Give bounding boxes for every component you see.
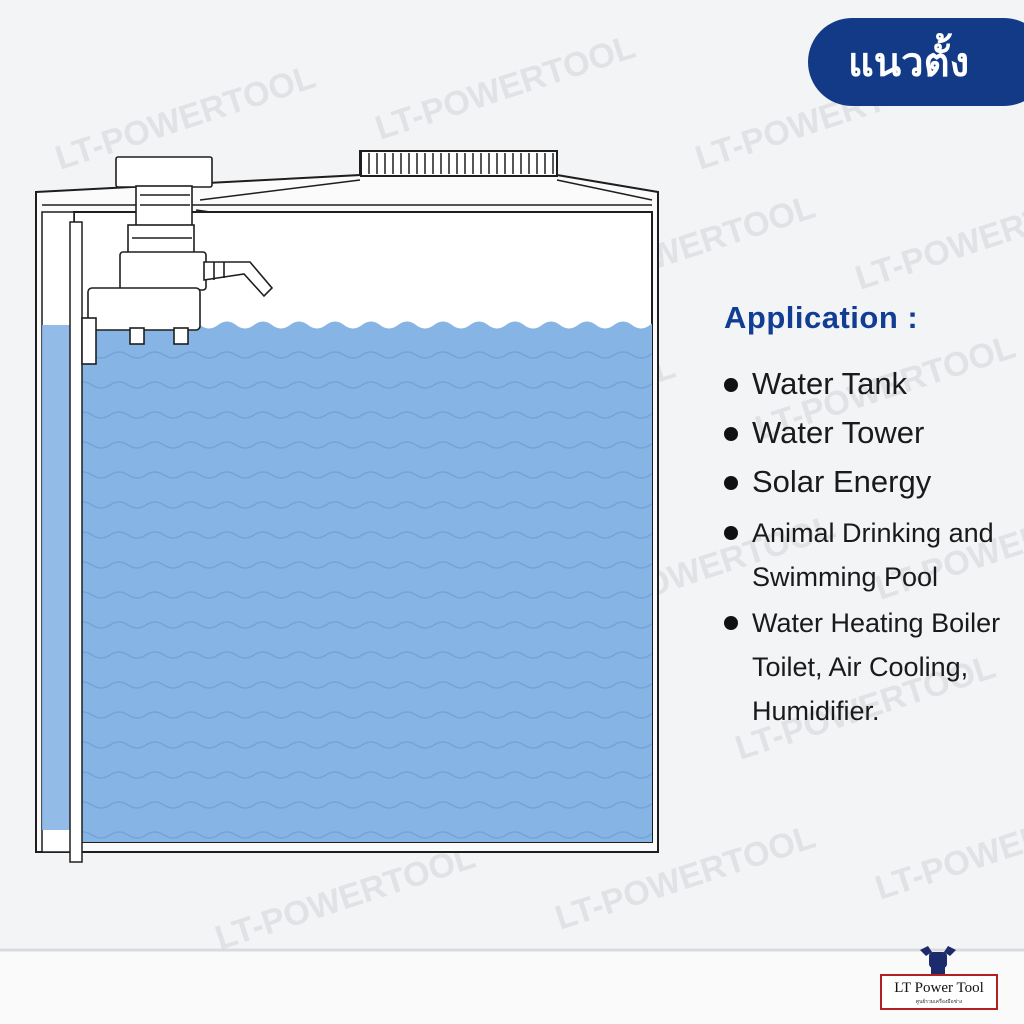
watermark-text: LT-POWERTOOL (851, 178, 1024, 298)
wave-line (74, 771, 652, 779)
wave-line (74, 441, 652, 449)
watermark-text: LT-POWERTOOL (871, 788, 1024, 908)
wave-line (74, 711, 652, 719)
bullet-icon (724, 476, 738, 490)
application-title: Application : (724, 300, 919, 335)
bullet-icon (724, 427, 738, 441)
wave-line (74, 351, 652, 359)
outlet-pipe (69, 221, 83, 863)
watermark-text: LT-POWERTOOL (211, 838, 480, 958)
list-item: Animal Drinking and Swimming Pool (722, 511, 1000, 599)
wave-line (74, 411, 652, 419)
tank-lid (360, 150, 558, 177)
wave-line (74, 381, 652, 389)
list-item: Water Tower (722, 411, 1000, 460)
wave-line (74, 621, 652, 629)
logo-plate: LT Power Tool ศูนย์รวมเครื่องมือช่าง (880, 974, 998, 1010)
orientation-badge: แนวตั้ง (808, 18, 1024, 106)
list-item: Water Tank (722, 362, 1000, 411)
list-item: Water Heating Boiler Toilet, Air Cooling… (722, 601, 1000, 733)
wave-line (74, 651, 652, 659)
wave-line (74, 741, 652, 749)
wave-line (74, 501, 652, 509)
float-valve (81, 156, 274, 365)
application-list: Water Tank Water Tower Solar Energy Anim… (722, 362, 1000, 733)
list-item: Solar Energy (722, 460, 1000, 509)
wave-line (74, 681, 652, 689)
fist-wrench-icon (920, 946, 956, 976)
brand-logo: LT Power Tool ศูนย์รวมเครื่องมือช่าง (876, 944, 1004, 1020)
wave-line (74, 591, 652, 599)
wave-line (74, 831, 652, 839)
wave-line (74, 531, 652, 539)
watermark-text: LT-POWERTOOL (371, 28, 640, 148)
bullet-icon (724, 378, 738, 392)
water-body (74, 321, 652, 842)
wave-line (74, 801, 652, 809)
bullet-icon (724, 526, 738, 540)
wave-line (74, 471, 652, 479)
wave-line (74, 561, 652, 569)
bullet-icon (724, 616, 738, 630)
